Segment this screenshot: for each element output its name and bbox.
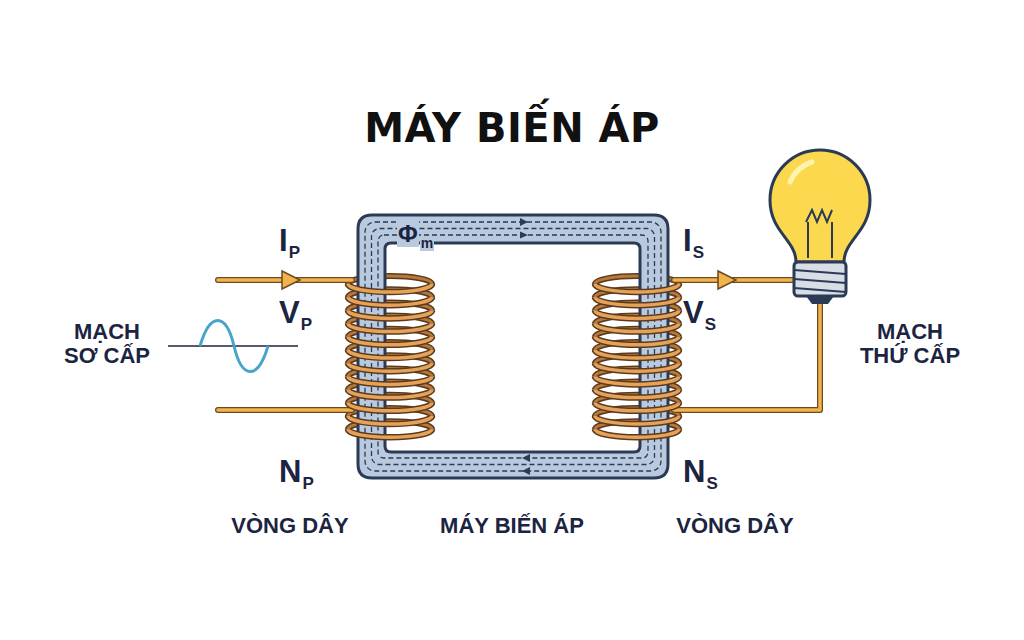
coil-back: [348, 276, 679, 429]
coil-turn: [348, 429, 432, 437]
coil-turn: [595, 310, 679, 318]
turns-subscript: P: [302, 475, 313, 494]
coil-turn: [595, 337, 679, 345]
sine-wave: [200, 321, 268, 372]
current-subscript: S: [693, 244, 704, 263]
coil-turn: [348, 403, 432, 411]
coil-turn: [348, 363, 432, 371]
coil-turn: [348, 376, 432, 384]
voltage-symbol: V: [279, 296, 300, 330]
turns-symbol: N: [279, 455, 301, 489]
coil-turn: [348, 416, 432, 424]
coil-turn: [595, 284, 679, 292]
coil-turn: [595, 416, 679, 424]
coil-turn: [595, 324, 679, 332]
secondary-wires: [674, 280, 820, 410]
coil-turn: [348, 390, 432, 398]
turns-label: VÒNG DÂY: [676, 514, 793, 538]
flux-symbol: Φ: [397, 221, 419, 247]
coil-turn: [348, 376, 432, 384]
flux-subscript: m: [420, 236, 434, 251]
coil-turn: [595, 297, 679, 305]
coil-turn: [595, 350, 679, 358]
coil-turn: [595, 416, 679, 424]
coil-turn: [348, 363, 432, 371]
diagram-title: MÁY BIẾN ÁP: [364, 106, 660, 150]
coil-turn: [595, 376, 679, 384]
coil-turn: [348, 297, 432, 305]
circuit-label: MẠCH SƠ CẤP: [55, 320, 159, 368]
voltage-subscript: S: [705, 316, 716, 335]
coil-turn: [595, 429, 679, 437]
coil-turn: [595, 376, 679, 384]
turns-subscript: S: [706, 475, 717, 494]
coil-turn: [595, 429, 679, 437]
coil-turn: [595, 390, 679, 398]
coil-turn: [595, 363, 679, 371]
coil-turn: [348, 403, 432, 411]
current-subscript: P: [289, 244, 300, 263]
coil-turn: [348, 284, 432, 292]
turns-symbol: N: [683, 455, 705, 489]
coil-turn: [595, 390, 679, 398]
coil-turn: [595, 297, 679, 305]
current-arrow: [718, 271, 736, 289]
core-label: MÁY BIẾN ÁP: [440, 514, 584, 538]
coil-turn: [348, 324, 432, 332]
voltage-subscript: P: [301, 316, 312, 335]
coil-turn: [595, 310, 679, 318]
coil-turn: [348, 324, 432, 332]
current-arrow: [282, 271, 300, 289]
coil-turn: [348, 429, 432, 437]
coil-turn: [348, 416, 432, 424]
coil-turn: [595, 284, 679, 292]
coil-turn: [348, 310, 432, 318]
coil-turn: [348, 297, 432, 305]
coil-turn: [595, 363, 679, 371]
coil-front: [348, 284, 679, 437]
circuit-label: MẠCH THỨ CẤP: [855, 320, 965, 368]
current-symbol: I: [683, 224, 692, 258]
coil-turn: [348, 337, 432, 345]
light-bulb: [770, 150, 870, 304]
flux-arrows: [520, 218, 530, 475]
coil-turn: [348, 310, 432, 318]
coil-turn: [595, 324, 679, 332]
coil-turn: [595, 337, 679, 345]
coil-turn: [595, 350, 679, 358]
coil-turn: [348, 350, 432, 358]
coil-turn: [348, 337, 432, 345]
coil-turn: [348, 350, 432, 358]
coil-turn: [348, 284, 432, 292]
primary-wires: [218, 280, 352, 410]
coil-turn: [348, 390, 432, 398]
turns-label: VÒNG DÂY: [231, 514, 348, 538]
current-symbol: I: [279, 224, 288, 258]
coil-turn: [595, 403, 679, 411]
voltage-symbol: V: [683, 296, 704, 330]
coil-turn: [595, 403, 679, 411]
